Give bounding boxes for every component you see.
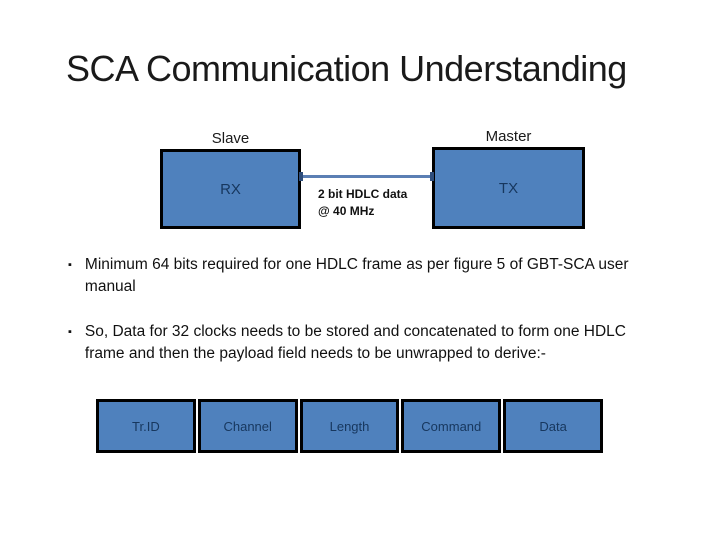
connector-endpoint-left — [299, 172, 303, 181]
rx-label: RX — [220, 180, 241, 198]
tx-label: TX — [498, 179, 519, 197]
list-item: ▪ So, Data for 32 clocks needs to be sto… — [68, 321, 666, 365]
bullet-list: ▪ Minimum 64 bits required for one HDLC … — [68, 254, 666, 388]
frame-field-length: Length — [299, 399, 400, 453]
frame-field-data: Data — [503, 399, 603, 453]
connector-endpoint-right — [430, 172, 434, 181]
slave-node-group: Slave RX — [160, 128, 301, 229]
bullet-text: Minimum 64 bits required for one HDLC fr… — [84, 256, 629, 295]
master-node-group: Master TX — [432, 126, 585, 229]
master-box: TX — [432, 147, 585, 229]
master-label: Master — [485, 128, 532, 145]
slave-label: Slave — [211, 130, 250, 147]
slide-title: SCA Communication Understanding — [66, 48, 627, 89]
hdlc-connector-line — [299, 172, 434, 181]
connector-label-line2: @ 40 MHz — [318, 204, 375, 218]
hdlc-frame-fields-row: Tr.ID Channel Length Command Data — [96, 399, 603, 453]
connector-label-line1: 2 bit HDLC data — [318, 187, 408, 201]
connector-label: 2 bit HDLC data @ 40 MHz — [318, 186, 407, 220]
bullet-square-icon: ▪ — [68, 259, 72, 271]
bullet-text: So, Data for 32 clocks needs to be store… — [84, 323, 626, 362]
bullet-square-icon: ▪ — [68, 326, 72, 338]
frame-field-trid: Tr.ID — [96, 399, 196, 453]
frame-field-channel: Channel — [197, 399, 298, 453]
list-item: ▪ Minimum 64 bits required for one HDLC … — [68, 254, 666, 298]
frame-field-command: Command — [401, 399, 502, 453]
slave-box: RX — [160, 149, 301, 229]
